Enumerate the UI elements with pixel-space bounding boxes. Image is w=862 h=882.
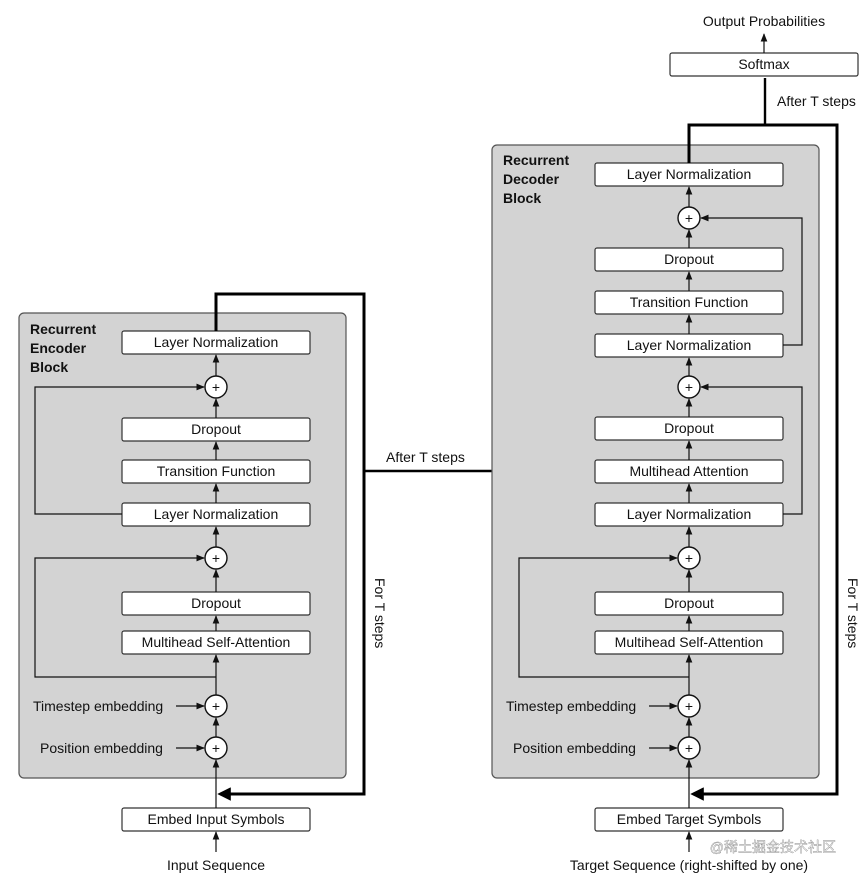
- decoder-loop-label: For T steps: [845, 578, 861, 648]
- decoder-add-timestep-sign: +: [685, 698, 693, 714]
- decoder-add-lower-sign: +: [685, 550, 693, 566]
- encoder-position-embedding-label: Position embedding: [40, 740, 163, 756]
- encoder-output-after-steps-label: After T steps: [386, 449, 465, 465]
- encoder-block: Recurrent Encoder Block Layer Normalizat…: [18, 292, 388, 873]
- decoder-layer-norm-2-label: Layer Normalization: [627, 337, 752, 353]
- encoder-transition-label: Transition Function: [157, 463, 276, 479]
- encoder-timestep-embedding-label: Timestep embedding: [33, 698, 163, 714]
- decoder-transition-label: Transition Function: [630, 294, 749, 310]
- decoder-cross-attention-label: Multihead Attention: [629, 463, 748, 479]
- encoder-add-position-sign: +: [212, 740, 220, 756]
- output-section: After T steps Softmax Output Probabiliti…: [669, 13, 859, 125]
- encoder-embed-label: Embed Input Symbols: [148, 811, 285, 827]
- encoder-dropout-1-label: Dropout: [191, 595, 241, 611]
- decoder-title-line-1: Recurrent: [503, 152, 569, 168]
- softmax-label: Softmax: [738, 56, 789, 72]
- encoder-add-timestep-sign: +: [212, 698, 220, 714]
- decoder-layer-norm-1-label: Layer Normalization: [627, 506, 752, 522]
- encoder-add-lower-sign: +: [212, 550, 220, 566]
- decoder-output-after-steps-label: After T steps: [777, 93, 856, 109]
- decoder-dropout-2-label: Dropout: [664, 420, 714, 436]
- decoder-embed-label: Embed Target Symbols: [617, 811, 761, 827]
- decoder-self-attention-label: Multihead Self-Attention: [615, 634, 764, 650]
- decoder-dropout-1-label: Dropout: [664, 595, 714, 611]
- decoder-title-line-3: Block: [503, 190, 541, 206]
- output-probabilities-label: Output Probabilities: [703, 13, 825, 29]
- decoder-add-top-sign: +: [685, 210, 693, 226]
- encoder-layer-norm-top-label: Layer Normalization: [154, 334, 279, 350]
- decoder-add-position-sign: +: [685, 740, 693, 756]
- decoder-block: Recurrent Decoder Block Layer Normalizat…: [491, 123, 861, 873]
- decoder-timestep-embedding-label: Timestep embedding: [506, 698, 636, 714]
- encoder-title-line-3: Block: [30, 359, 68, 375]
- decoder-add-middle-sign: +: [685, 379, 693, 395]
- decoder-dropout-3-label: Dropout: [664, 251, 714, 267]
- encoder-add-upper-sign: +: [212, 379, 220, 395]
- encoder-self-attention-label: Multihead Self-Attention: [142, 634, 291, 650]
- watermark: @稀土掘金技术社区: [710, 839, 836, 855]
- encoder-title-line-1: Recurrent: [30, 321, 96, 337]
- encoder-layer-norm-mid-label: Layer Normalization: [154, 506, 279, 522]
- decoder-layer-norm-top-label: Layer Normalization: [627, 166, 752, 182]
- decoder-title-line-2: Decoder: [503, 171, 560, 187]
- decoder-input-label: Target Sequence (right-shifted by one): [570, 857, 808, 873]
- encoder-loop-label: For T steps: [372, 578, 388, 648]
- decoder-position-embedding-label: Position embedding: [513, 740, 636, 756]
- encoder-input-label: Input Sequence: [167, 857, 265, 873]
- encoder-dropout-2-label: Dropout: [191, 421, 241, 437]
- encoder-title-line-2: Encoder: [30, 340, 87, 356]
